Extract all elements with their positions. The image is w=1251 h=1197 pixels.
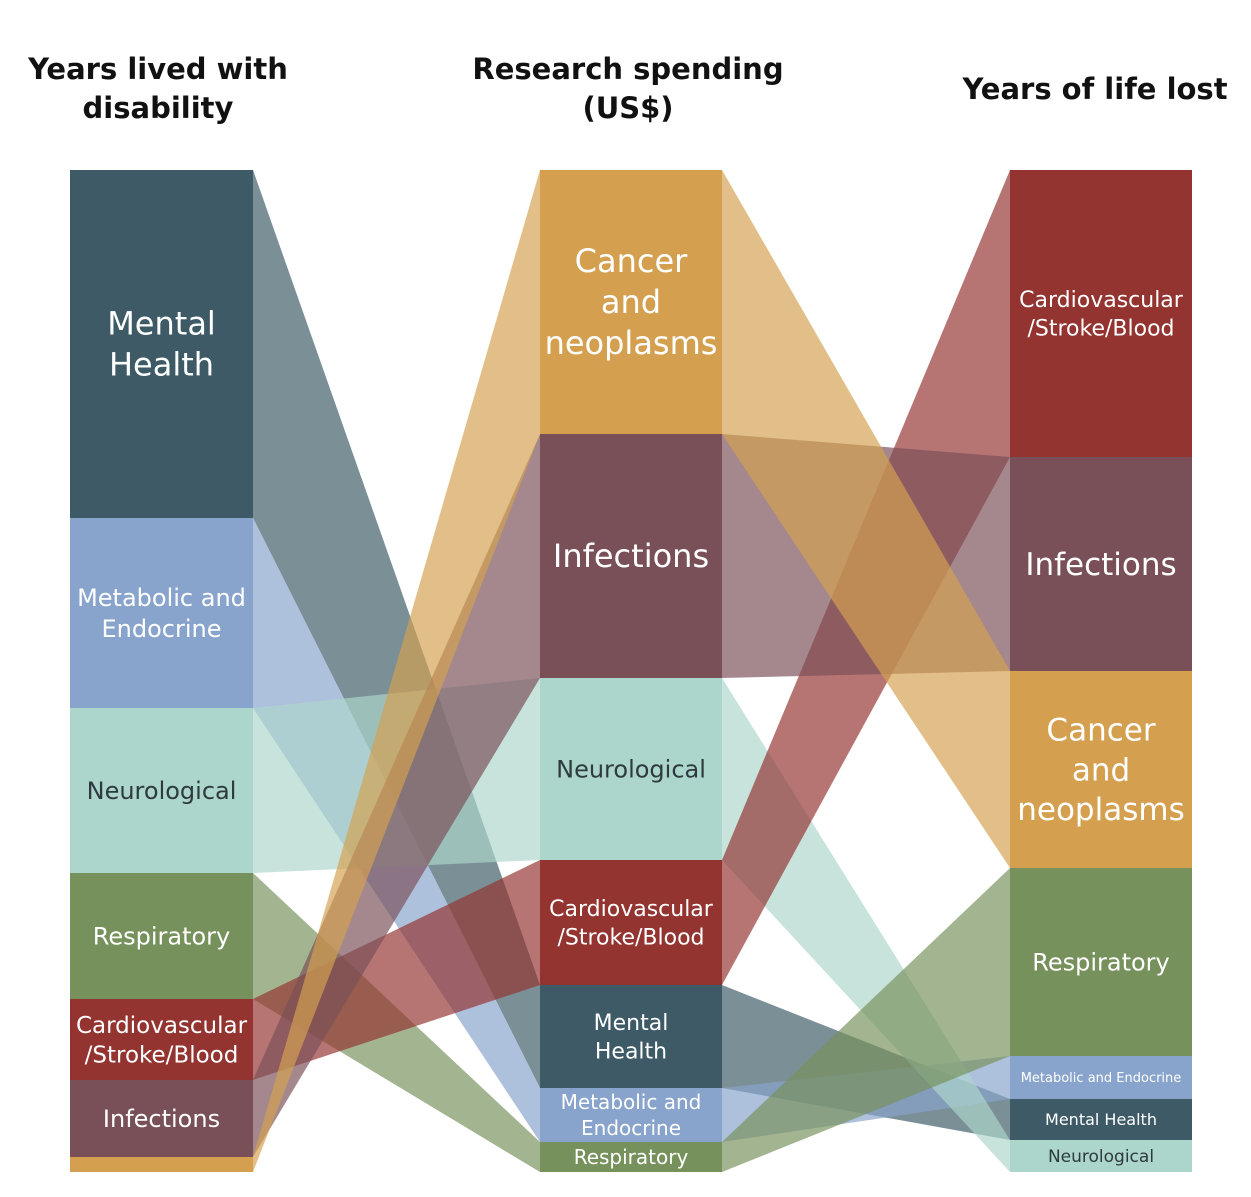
node-label-spend-resp-line-1: Respiratory (574, 1145, 689, 1169)
link-yld-spend-cancer (253, 170, 540, 1172)
node-yll-metab: Metabolic and Endocrine (1010, 1056, 1192, 1099)
node-yll-cardio: Cardiovascular/Stroke/Blood (1010, 170, 1192, 457)
node-yld-cancer (70, 1157, 253, 1172)
node-label-yld-neuro-line-1: Neurological (87, 777, 237, 805)
node-bar-yll-mental (1010, 1099, 1192, 1140)
node-label-yld-metab-line-1: Metabolic and (77, 584, 246, 612)
node-yld-neuro: Neurological (70, 708, 253, 873)
node-label-spend-mental-line-1: Mental (594, 1011, 669, 1036)
node-yld-cardio: Cardiovascular/Stroke/Blood (70, 999, 253, 1080)
link-spend-yll-resp (722, 868, 1010, 1172)
node-bar-spend-neuro (540, 678, 722, 860)
node-yll-infect: Infections (1010, 457, 1192, 671)
node-label-yll-metab-line-1: Metabolic and Endocrine (1021, 1071, 1182, 1086)
node-bar-yld-cardio (70, 999, 253, 1080)
node-bar-yld-infect (70, 1080, 253, 1157)
node-label-spend-metab-line-2: Endocrine (581, 1116, 681, 1140)
column-title-spend-line-1: Research spending (472, 52, 783, 86)
node-label-yld-resp-line-1: Respiratory (93, 922, 231, 950)
node-bar-spend-cancer (540, 170, 722, 434)
node-bar-yll-neuro (1010, 1140, 1192, 1172)
column-title-spend-line-2: (US$) (582, 91, 673, 125)
node-bar-yld-mental (70, 170, 253, 518)
node-label-spend-cancer-line-1: Cancer (575, 242, 689, 280)
node-bar-yld-metab (70, 518, 253, 708)
node-bar-yll-cancer (1010, 671, 1192, 868)
node-bar-yll-resp (1010, 868, 1192, 1056)
node-bar-yld-cancer (70, 1157, 253, 1172)
node-spend-infect: Infections (540, 434, 722, 678)
node-label-yld-metab-line-2: Endocrine (102, 615, 222, 643)
node-yll-mental: Mental Health (1010, 1099, 1192, 1140)
node-bar-spend-cardio (540, 860, 722, 985)
node-bar-yll-metab (1010, 1056, 1192, 1099)
column-title-yld-line-2: disability (83, 91, 234, 125)
node-bar-yld-resp (70, 873, 253, 999)
node-spend-resp: Respiratory (540, 1142, 722, 1172)
node-label-yld-cardio-line-1: Cardiovascular (76, 1013, 248, 1039)
node-bar-spend-mental (540, 985, 722, 1088)
link-spend-yll-cancer (722, 170, 1010, 868)
column-titles: Years lived with disability Research spend… (27, 52, 1228, 125)
node-label-yld-mental-line-2: Health (109, 346, 214, 384)
node-label-yll-infect-line-1: Infections (1025, 547, 1176, 583)
node-label-yll-cancer-line-3: neoplasms (1017, 792, 1184, 828)
node-bar-spend-infect (540, 434, 722, 678)
node-bar-yll-cardio (1010, 170, 1192, 457)
flow-links (253, 170, 1010, 1172)
node-yld-resp: Respiratory (70, 873, 253, 999)
node-label-spend-neuro-line-1: Neurological (556, 755, 706, 783)
node-label-spend-cardio-line-1: Cardiovascular (549, 897, 714, 922)
node-label-yll-cardio-line-1: Cardiovascular (1019, 288, 1184, 313)
node-label-yld-infect-line-1: Infections (103, 1105, 220, 1133)
node-bar-spend-metab (540, 1088, 722, 1142)
node-label-spend-cancer-line-2: and (601, 283, 661, 321)
node-bar-spend-resp (540, 1142, 722, 1172)
column-title-yld-line-1: Years lived with (27, 52, 288, 86)
node-label-spend-mental-line-2: Health (595, 1039, 667, 1064)
node-label-yll-neuro-line-1: Neurological (1048, 1147, 1154, 1167)
node-label-yll-mental-line-1: Mental Health (1045, 1110, 1157, 1129)
node-label-yll-cancer-line-1: Cancer (1046, 713, 1155, 749)
node-label-spend-infect-line-1: Infections (553, 537, 709, 575)
column-title-yll-line-1: Years of life lost (961, 72, 1227, 106)
node-label-yll-cardio-line-2: /Stroke/Blood (1027, 316, 1174, 341)
node-spend-neuro: Neurological (540, 678, 722, 860)
node-label-spend-cancer-line-3: neoplasms (545, 324, 718, 362)
node-label-yll-resp-line-1: Respiratory (1032, 948, 1170, 976)
node-label-yld-cardio-line-2: /Stroke/Blood (85, 1042, 239, 1068)
node-label-spend-metab-line-1: Metabolic and (561, 1090, 702, 1114)
node-bar-yld-neuro (70, 708, 253, 873)
node-label-yld-mental-line-1: Mental (107, 305, 216, 343)
node-yll-neuro: Neurological (1010, 1140, 1192, 1172)
node-yld-infect: Infections (70, 1080, 253, 1157)
node-label-spend-cardio-line-2: /Stroke/Blood (557, 925, 704, 950)
node-bar-yll-infect (1010, 457, 1192, 671)
node-label-yll-cancer-line-2: and (1072, 752, 1130, 788)
node-spend-cardio: Cardiovascular/Stroke/Blood (540, 860, 722, 985)
node-yll-resp: Respiratory (1010, 868, 1192, 1056)
